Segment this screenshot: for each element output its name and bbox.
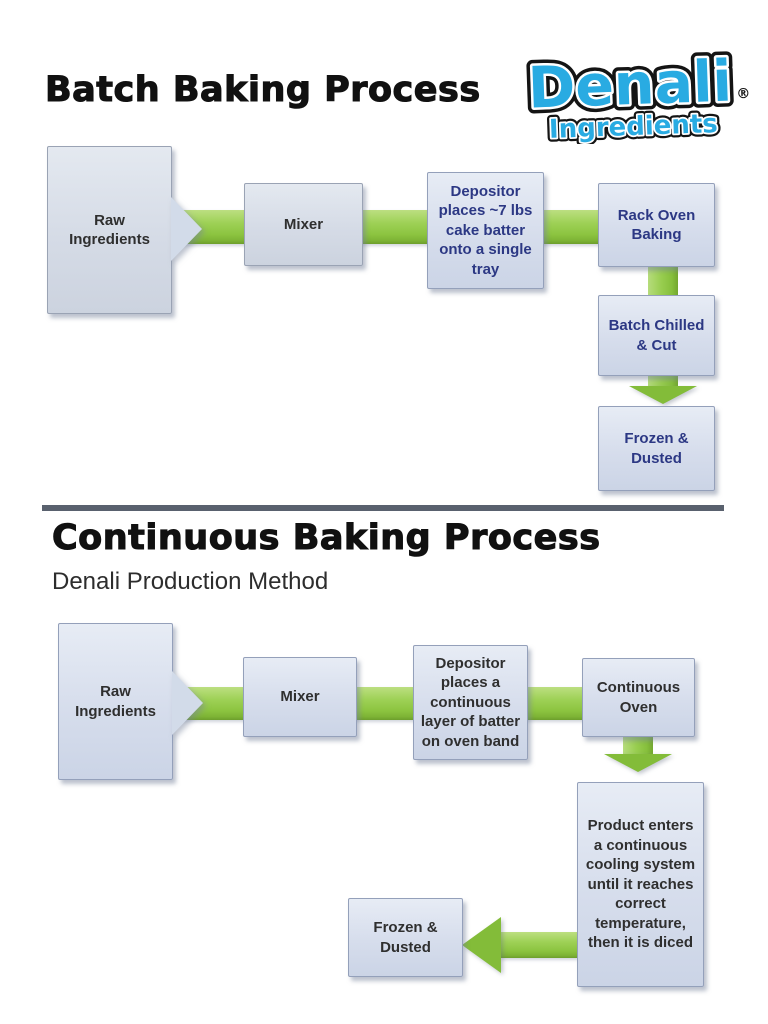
continuous-process-title: Continuous Baking Process — [51, 517, 601, 558]
step-raw-ingredients: Raw Ingredients — [47, 146, 172, 314]
continuous-flow-band — [160, 687, 630, 720]
continuous-connector-cooling-to-frozen-stem — [501, 932, 578, 958]
step-frozen-dusted: Frozen & Dusted — [598, 406, 715, 491]
raw-ingredients-point — [171, 197, 202, 261]
step-rack-oven-baking: Rack Oven Baking — [598, 183, 715, 267]
step-depositor: Depositor places a continuous layer of b… — [413, 645, 528, 760]
batch-connector-rackoven-to-chilled — [648, 266, 678, 296]
batch-process-title: Batch Baking Process — [44, 69, 481, 110]
logo-ingredients-text: Ingredients — [549, 109, 719, 144]
step-cooling-system: Product enters a continuous cooling syst… — [577, 782, 704, 987]
step-continuous-oven: Continuous Oven — [582, 658, 695, 737]
raw-ingredients-point — [172, 671, 203, 735]
continuous-process-subtitle: Denali Production Method — [52, 568, 329, 595]
logo-registered-mark: ® — [736, 86, 751, 102]
batch-connector-chilled-to-frozen-stem — [648, 375, 678, 387]
step-batch-chilled-cut: Batch Chilled & Cut — [598, 295, 715, 376]
arrow-down-icon — [629, 386, 697, 404]
logo-denali-outline: Denali — [527, 49, 733, 122]
denali-logo: Denali Denali Denali ® Ingredients Ingre… — [521, 43, 751, 144]
logo-denali-inline: Denali — [527, 49, 733, 122]
continuous-connector-oven-to-cooling-stem — [623, 737, 653, 755]
step-raw-ingredients: Raw Ingredients — [58, 623, 173, 780]
section-divider — [42, 505, 724, 511]
step-mixer: Mixer — [243, 657, 357, 737]
step-depositor: Depositor places ~7 lbs cake batter onto… — [427, 172, 544, 289]
arrow-down-icon — [604, 754, 672, 772]
batch-flow-band — [160, 210, 650, 244]
arrow-left-icon — [462, 917, 501, 973]
step-mixer: Mixer — [244, 183, 363, 266]
logo-denali-text: Denali — [527, 49, 733, 122]
logo-ingredients-inline: Ingredients — [549, 109, 719, 144]
step-frozen-dusted: Frozen & Dusted — [348, 898, 463, 977]
